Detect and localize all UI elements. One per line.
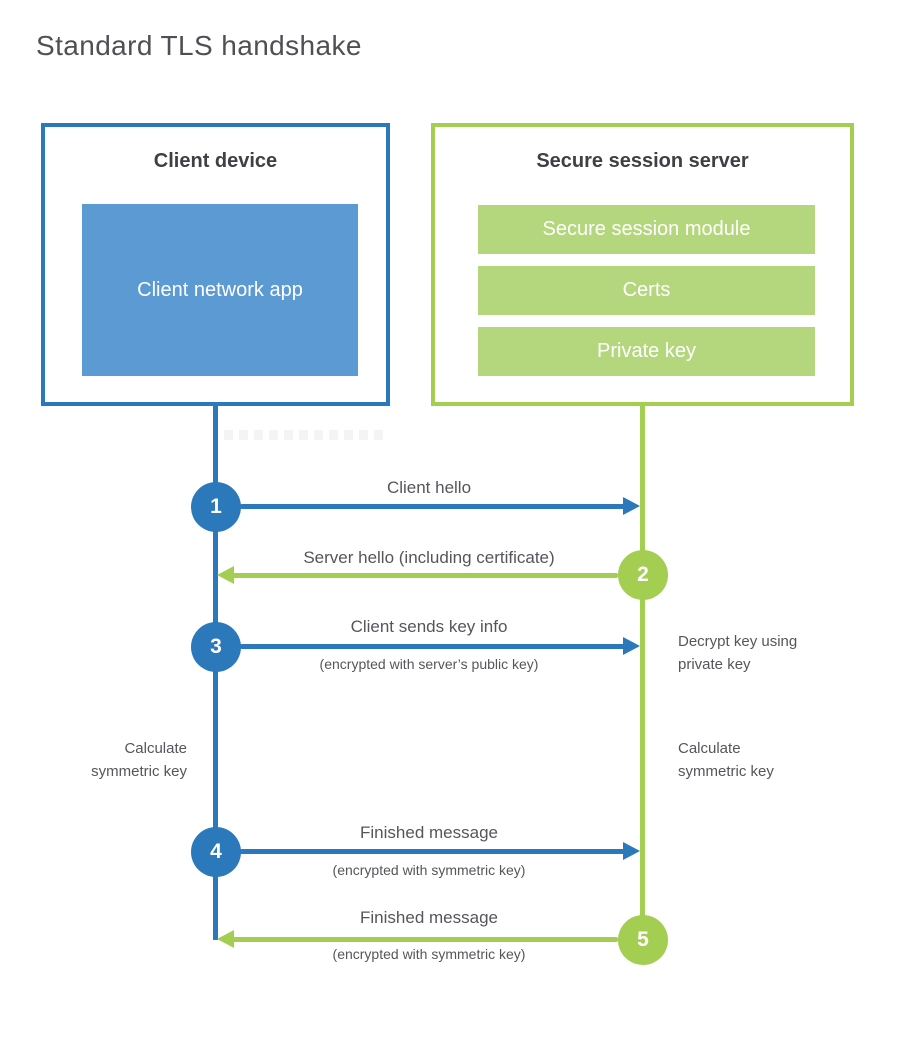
secure-session-server-title: Secure session server	[536, 150, 749, 172]
arrow-shaft	[230, 573, 618, 578]
arrowhead-right-icon	[623, 637, 640, 655]
arrow-finished-server	[217, 930, 618, 948]
message-label-1: Client hello	[386, 478, 472, 497]
client-device-title: Client device	[153, 150, 278, 172]
page-title: Standard TLS handshake	[36, 30, 362, 61]
step-number: 2	[637, 563, 649, 586]
arrow-shaft	[240, 849, 627, 854]
client-network-app-label: Client network app	[137, 279, 303, 301]
message-label-2: Server hello (including certificate)	[303, 548, 555, 567]
faint-dashes-artifact	[224, 430, 386, 440]
step-number: 5	[637, 928, 649, 951]
step-number: 1	[210, 495, 222, 518]
arrow-shaft	[240, 504, 627, 509]
step-circle-4: 4	[191, 827, 241, 877]
module-secure-session: Secure session module	[478, 205, 815, 254]
message-label-5: Finished message	[360, 908, 498, 927]
message-sublabel-4: (encrypted with symmetric key)	[332, 862, 526, 878]
server-lifeline	[640, 403, 645, 940]
note-calculate-symmetric-key-right: Calculate symmetric key	[678, 740, 774, 780]
arrow-client-hello	[240, 497, 640, 515]
step-circle-1: 1	[191, 482, 241, 532]
arrow-key-info	[240, 637, 640, 655]
step-number: 3	[210, 635, 222, 658]
message-label-4: Finished message	[360, 823, 498, 842]
note-decrypt-key: Decrypt key using private key	[678, 633, 798, 673]
client-device-box: Client device Client network app	[41, 123, 390, 406]
message-sublabel-5: (encrypted with symmetric key)	[332, 946, 526, 962]
step-circle-2: 2	[618, 550, 668, 600]
arrowhead-left-icon	[217, 930, 234, 948]
arrowhead-right-icon	[623, 842, 640, 860]
arrow-shaft	[240, 644, 627, 649]
arrow-shaft	[230, 937, 618, 942]
arrow-finished-client	[240, 842, 640, 860]
arrowhead-left-icon	[217, 566, 234, 584]
arrow-server-hello	[217, 566, 618, 584]
step-circle-3: 3	[191, 622, 241, 672]
module-certs: Certs	[478, 266, 815, 315]
message-label-3: Client sends key info	[350, 617, 508, 636]
step-number: 4	[210, 840, 222, 863]
step-circle-5: 5	[618, 915, 668, 965]
message-sublabel-3: (encrypted with server’s public key)	[319, 656, 539, 672]
module-private-key: Private key	[478, 327, 815, 376]
client-network-app-box: Client network app	[82, 204, 358, 376]
arrowhead-right-icon	[623, 497, 640, 515]
note-calculate-symmetric-key-left: Calculate symmetric key	[91, 740, 187, 780]
secure-session-server-box: Secure session server Secure session mod…	[431, 123, 854, 406]
